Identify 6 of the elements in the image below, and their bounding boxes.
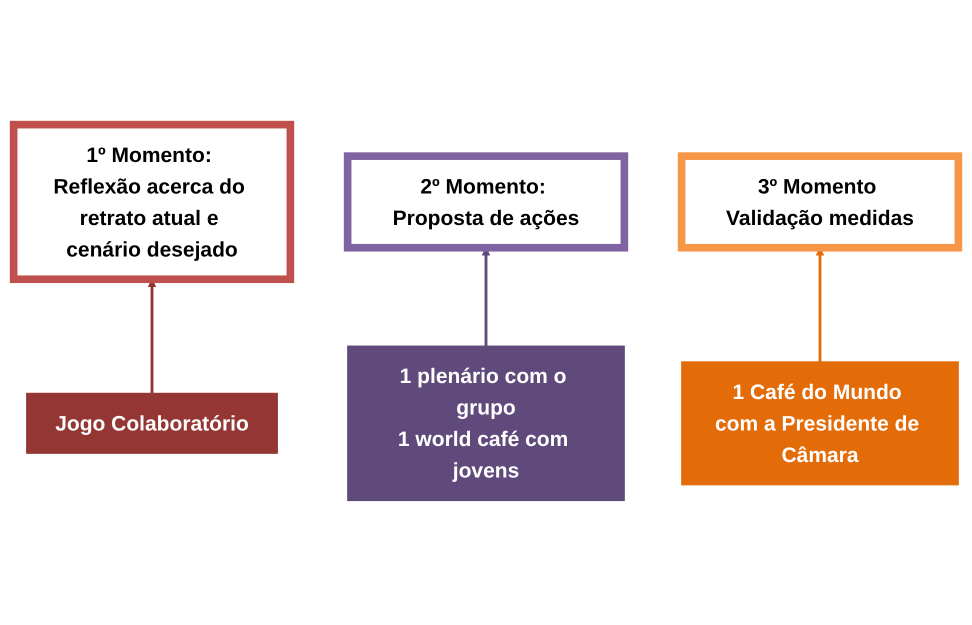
node-box: 1º Momento: Reflexão acerca do retrato atual e cenário desejado <box>10 120 294 283</box>
node-box: Jogo Colaboratório <box>26 392 278 454</box>
node-box: 2º Momento: Proposta de ações <box>344 152 628 252</box>
node-box: 1 plenário com o grupo 1 world café com jovens <box>347 345 625 501</box>
node-box: 1 Café do Mundo com a Presidente de Câmara <box>681 361 959 486</box>
node-box: 3º Momento Validação medidas <box>678 152 962 252</box>
